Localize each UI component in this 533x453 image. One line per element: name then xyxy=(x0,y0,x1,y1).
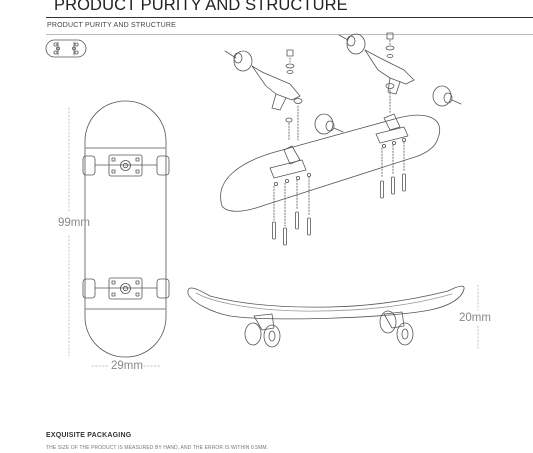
deck-mount-holes xyxy=(273,137,406,186)
left-truck-side xyxy=(244,313,281,348)
right-truck-parts xyxy=(338,32,462,115)
section-subtitle: PRODUCT PURITY AND STRUCTURE xyxy=(47,22,177,29)
deck-side-profile xyxy=(187,285,465,320)
length-dimension-label: 99mm xyxy=(58,217,90,229)
title-divider xyxy=(46,17,533,18)
exploded-assembly xyxy=(220,32,462,246)
deck-perspective xyxy=(220,114,440,212)
front-truck-top xyxy=(82,154,170,177)
height-dimension-label: 20mm xyxy=(459,312,491,324)
dimension-guides xyxy=(68,107,479,367)
rear-truck-top xyxy=(82,277,170,300)
right-baseplate xyxy=(375,113,409,144)
board-side-view xyxy=(187,285,465,348)
left-mount-bolts xyxy=(272,176,311,246)
right-truck-side xyxy=(379,310,414,346)
left-truck-parts xyxy=(224,49,344,141)
board-top-view xyxy=(82,100,170,358)
width-dimension-label: 29mm xyxy=(111,360,143,372)
packaging-heading: EXQUISITE PACKAGING xyxy=(46,432,132,439)
measurement-note: THE SIZE OF THE PRODUCT IS MEASURED BY H… xyxy=(46,445,269,451)
subtitle-divider xyxy=(46,34,533,35)
page-title: PRODUCT PURITY AND STRUCTURE xyxy=(54,0,348,14)
right-mount-bolts xyxy=(380,141,406,199)
thumbnail-board xyxy=(45,39,87,58)
left-baseplate xyxy=(269,145,307,179)
